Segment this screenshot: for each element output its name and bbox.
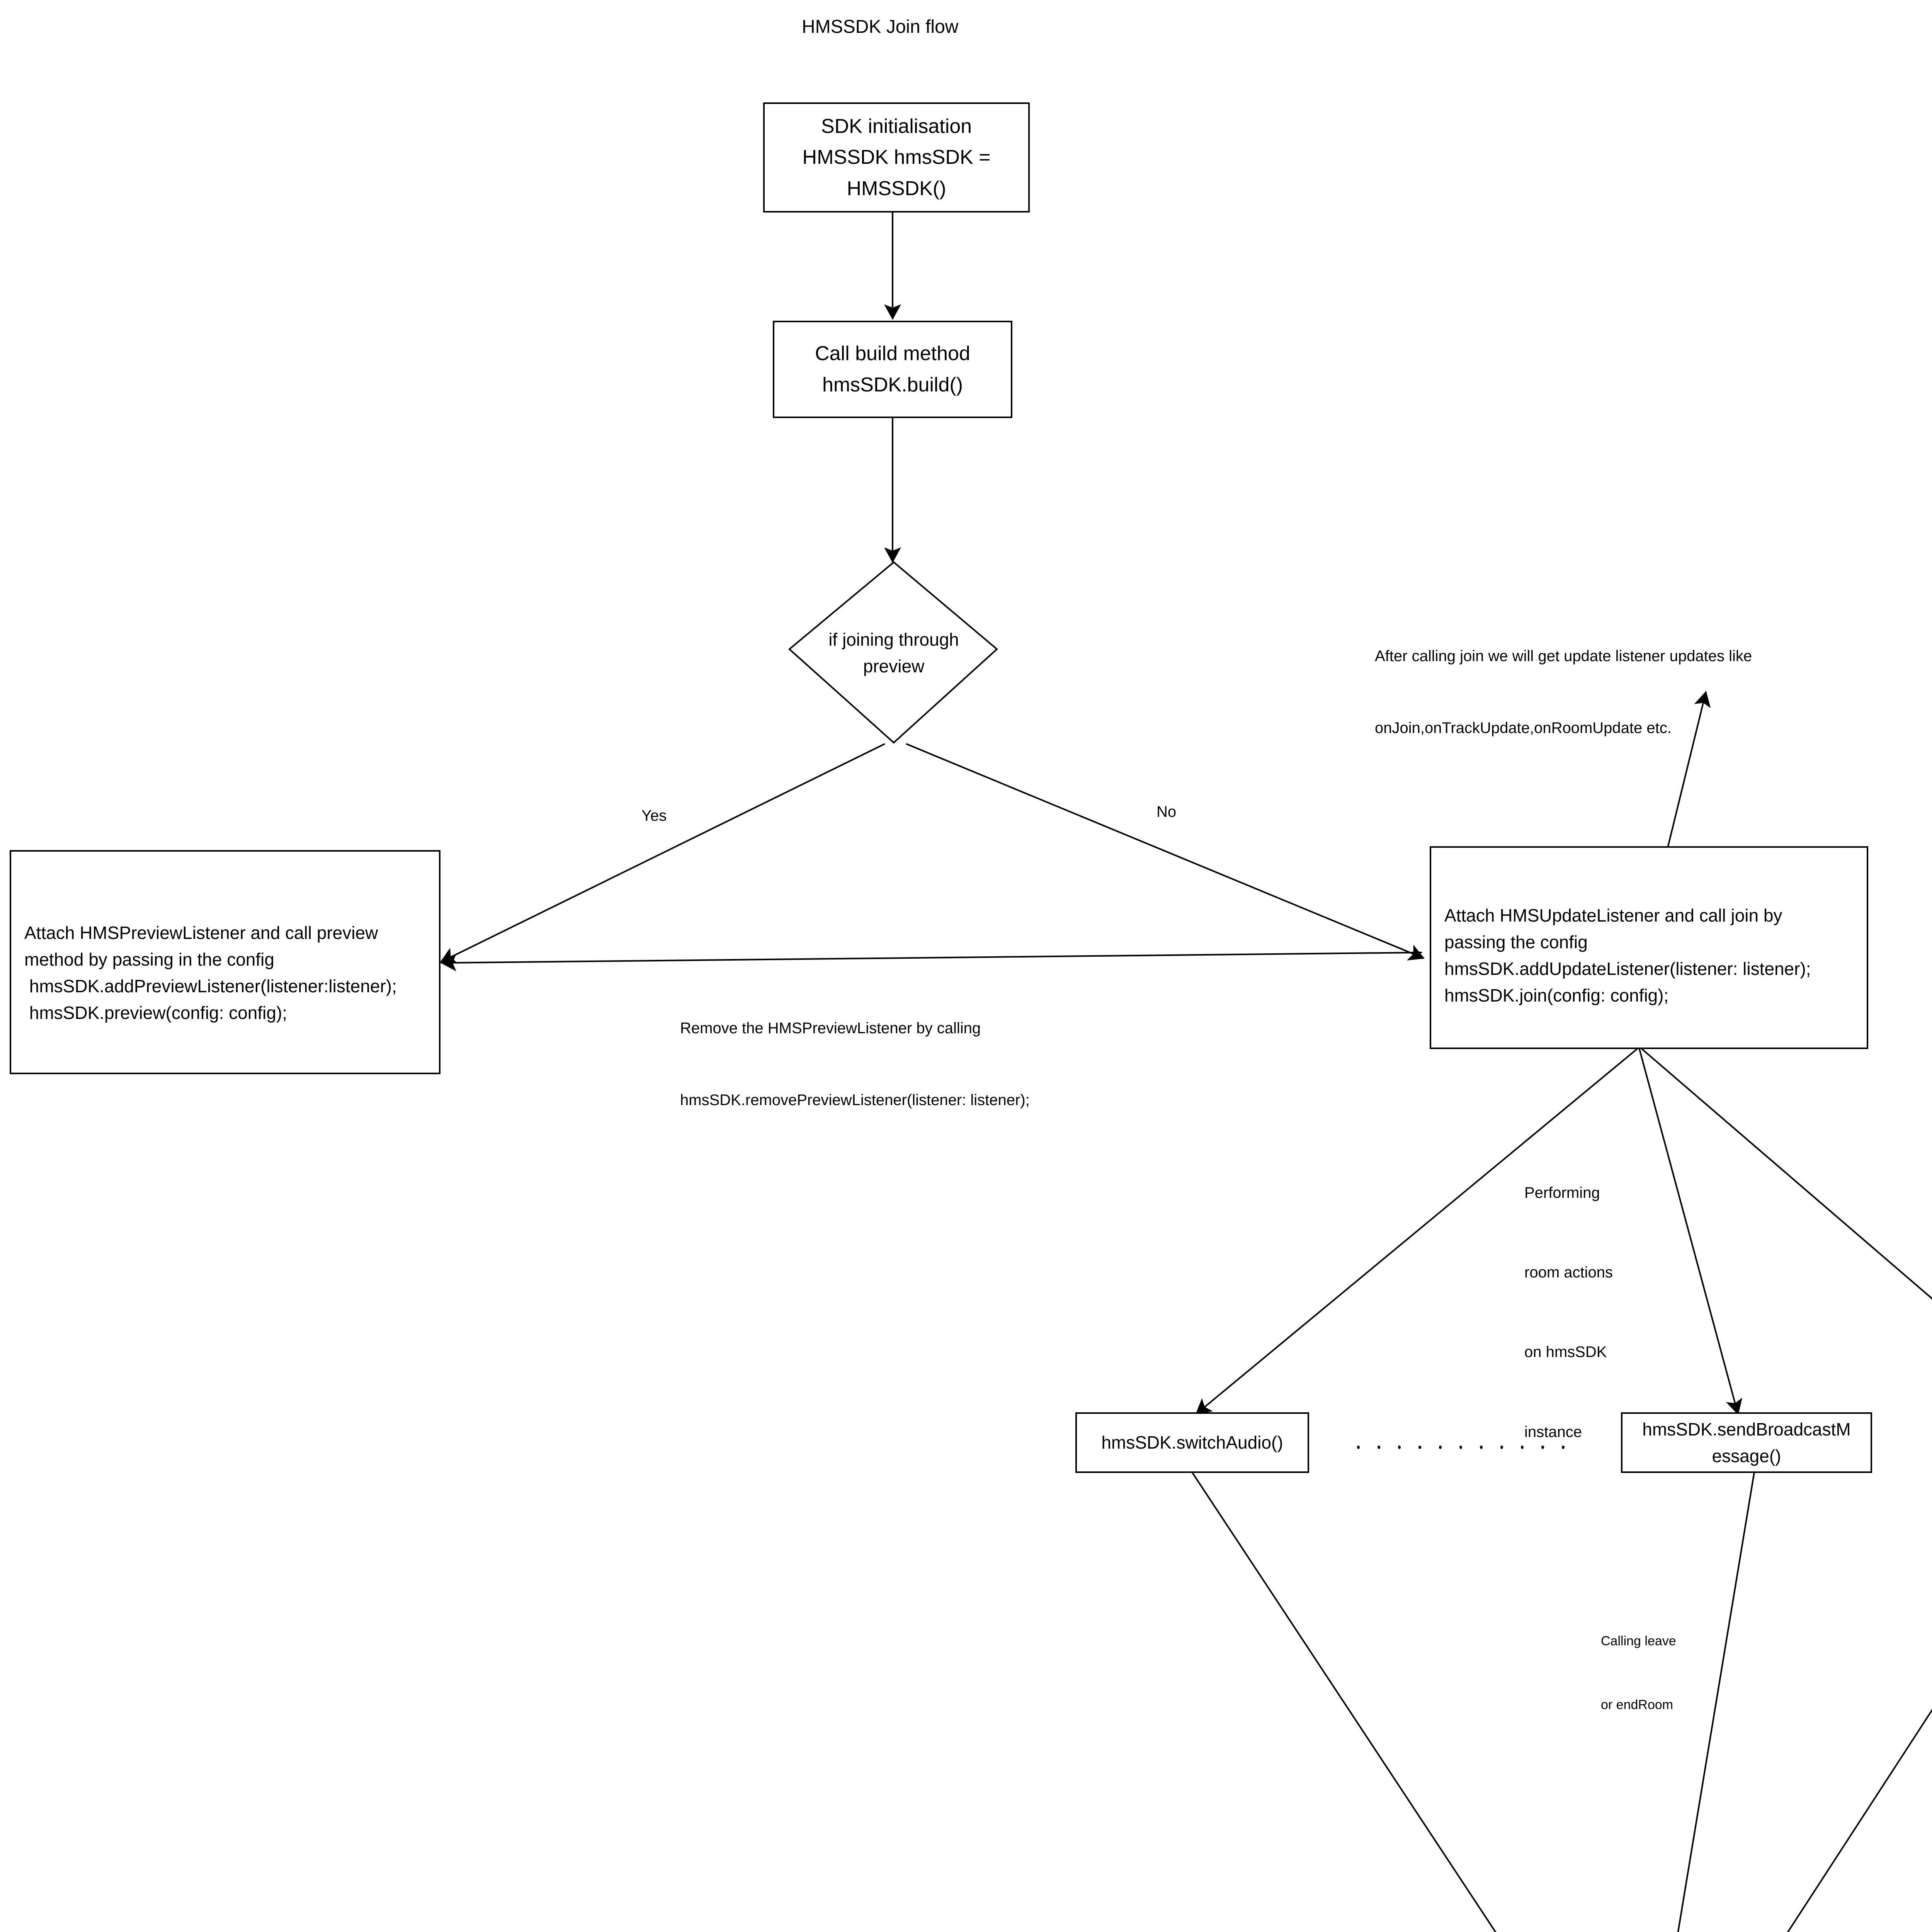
node-attach-preview-listener[interactable]: Attach HMSPreviewListener and call previ…	[10, 850, 440, 1074]
node-sdk-initialisation[interactable]: SDK initialisation HMSSDK hmsSDK = HMSSD…	[763, 102, 1030, 213]
edge-join-to-changerole	[1640, 1047, 1932, 1300]
node-line: HMSSDK()	[847, 177, 946, 200]
page-title: HMSSDK Join flow	[802, 17, 959, 37]
annotation-line: hmsSDK.removePreviewListener(listener: l…	[680, 1092, 1030, 1109]
node-switch-audio[interactable]: hmsSDK.switchAudio()	[1075, 1412, 1309, 1473]
node-line: essage()	[1712, 1446, 1781, 1466]
annotation-line: Remove the HMSPreviewListener by calling	[680, 1020, 981, 1037]
node-line: Attach HMSPreviewListener and call previ…	[24, 923, 378, 943]
dot	[1418, 1445, 1421, 1449]
dot	[1378, 1445, 1380, 1449]
node-call-build-method[interactable]: Call build method hmsSDK.build()	[773, 321, 1012, 418]
node-send-broadcast-message[interactable]: hmsSDK.sendBroadcastM essage()	[1621, 1412, 1872, 1473]
decision-diamond	[788, 561, 998, 744]
node-line: SDK initialisation	[821, 115, 972, 138]
dot	[1398, 1445, 1401, 1449]
annotation-line: Calling leave	[1601, 1634, 1676, 1649]
dot	[1521, 1445, 1524, 1449]
annotation-performing-room-actions: Performing room actions on hmsSDK instan…	[1524, 1126, 1613, 1498]
annotation-line: Performing	[1524, 1184, 1600, 1201]
edge-sendbroadcast-to-leave	[1677, 1472, 1755, 1932]
node-line: passing the config	[1444, 932, 1588, 952]
annotation-line: room actions	[1524, 1264, 1613, 1281]
annotation-line: onJoin,onTrackUpdate,onRoomUpdate etc.	[1375, 719, 1672, 736]
dot	[1459, 1445, 1462, 1449]
edge-join-to-sendbroadcast	[1638, 1048, 1743, 1415]
annotation-line: or endRoom	[1601, 1697, 1673, 1713]
dot	[1562, 1445, 1565, 1449]
node-line: hmsSDK.build()	[822, 374, 963, 396]
dot	[1439, 1445, 1442, 1449]
annotation-calling-leave-or-endroom: Calling leave or endRoom	[1601, 1588, 1676, 1759]
edge-decision-no	[906, 743, 1425, 961]
node-attach-update-listener[interactable]: Attach HMSUpdateListener and call join b…	[1430, 846, 1868, 1049]
node-line: method by passing in the config	[24, 949, 274, 969]
edge-switchaudio-to-leave	[1191, 1471, 1497, 1932]
dot	[1500, 1445, 1503, 1449]
annotation-line: After calling join we will get update li…	[1375, 648, 1752, 665]
edge-label-no: No	[1156, 803, 1177, 820]
node-line: hmsSDK.addUpdateListener(listener: liste…	[1444, 958, 1811, 979]
edge-join-to-switchaudio	[1195, 1047, 1639, 1415]
decision-label: if joining through preview	[789, 562, 998, 744]
node-decision-joining-through-preview[interactable]: if joining through preview	[789, 562, 998, 744]
node-line: hmsSDK.preview(config: config);	[24, 1003, 287, 1023]
node-line: hmsSDK.sendBroadcastM	[1642, 1419, 1851, 1439]
dot	[1480, 1445, 1483, 1449]
node-line: hmsSDK.join(config: config);	[1444, 985, 1669, 1005]
node-line: if joining through	[828, 629, 959, 650]
annotation-line: instance	[1524, 1423, 1582, 1440]
node-line: Call build method	[815, 342, 970, 365]
dot	[1357, 1445, 1360, 1449]
node-line: HMSSDK hmsSDK =	[802, 146, 991, 169]
edge-join-to-preview	[440, 952, 1422, 971]
node-line: preview	[863, 656, 925, 676]
edge-decision-yes	[440, 743, 885, 963]
node-line: Attach HMSUpdateListener and call join b…	[1444, 905, 1782, 925]
annotation-remove-preview-listener: Remove the HMSPreviewListener by calling…	[680, 968, 1030, 1160]
node-line: hmsSDK.addPreviewListener(listener:liste…	[24, 976, 397, 996]
dot	[1541, 1445, 1544, 1449]
annotation-join-updates: After calling join we will get update li…	[1375, 596, 1752, 788]
edge-label-yes: Yes	[641, 807, 667, 824]
edge-changerole-to-leave	[1787, 1709, 1932, 1932]
ellipsis-separator	[1357, 1443, 1604, 1451]
node-line: hmsSDK.switchAudio()	[1101, 1432, 1283, 1452]
annotation-line: on hmsSDK	[1524, 1344, 1607, 1361]
